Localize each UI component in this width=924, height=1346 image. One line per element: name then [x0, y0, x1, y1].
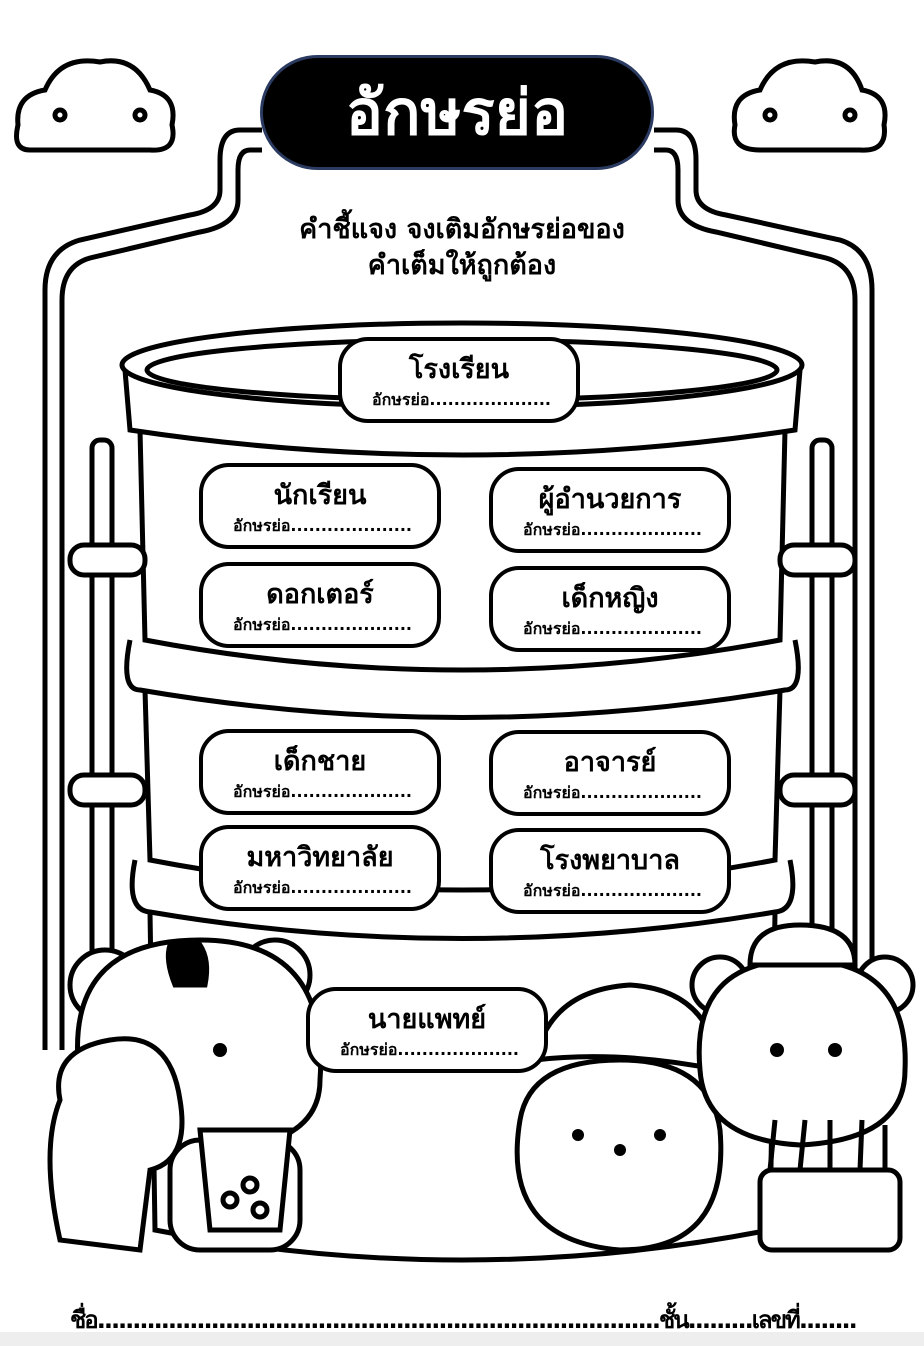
word-card: นายแพทย์อักษรย่อ....................	[306, 987, 548, 1073]
name-field[interactable]: ชื่อ....................................…	[70, 1306, 661, 1334]
page-title: อักษรย่อ	[345, 75, 569, 149]
full-word: โรงพยาบาล	[540, 845, 680, 876]
student-info-line: ชื่อ....................................…	[70, 1300, 890, 1339]
full-word: โรงเรียน	[408, 354, 510, 385]
abbreviation-blank[interactable]: อักษรย่อ....................	[372, 390, 551, 409]
word-card: โรงพยาบาลอักษรย่อ....................	[489, 828, 731, 914]
abbreviation-blank[interactable]: อักษรย่อ....................	[523, 881, 702, 900]
instruction-line-2: คำเต็มให้ถูกต้อง	[367, 250, 557, 281]
cloud-left-icon	[14, 58, 176, 153]
word-card: ผู้อำนวยการอักษรย่อ....................	[489, 467, 731, 553]
full-word: นายแพทย์	[367, 1004, 487, 1035]
full-word: ผู้อำนวยการ	[538, 484, 682, 515]
number-field[interactable]: เลขที่........	[751, 1306, 858, 1334]
bear-with-bubble-tea-icon	[47, 937, 324, 1253]
abbreviation-blank[interactable]: อักษรย่อ....................	[523, 520, 702, 539]
full-word: เด็กชาย	[273, 746, 367, 777]
cloud-right-icon	[731, 58, 888, 153]
full-word: เด็กหญิง	[561, 583, 659, 614]
instructions: คำชี้แจง จงเติมอักษรย่อของ คำเต็มให้ถูกต…	[250, 212, 674, 284]
bear-with-fries-icon	[689, 922, 916, 1253]
full-word: อาจารย์	[563, 747, 657, 778]
word-card: นักเรียนอักษรย่อ....................	[199, 463, 441, 549]
word-card: มหาวิทยาลัยอักษรย่อ....................	[199, 825, 441, 911]
full-word: ดอกเตอร์	[266, 579, 374, 610]
full-word: นักเรียน	[273, 480, 367, 511]
abbreviation-blank[interactable]: อักษรย่อ....................	[233, 782, 412, 801]
word-card: เด็กหญิงอักษรย่อ....................	[489, 566, 731, 652]
word-card: ดอกเตอร์อักษรย่อ....................	[199, 562, 441, 648]
instruction-line-1: คำชี้แจง จงเติมอักษรย่อของ	[299, 214, 625, 245]
abbreviation-blank[interactable]: อักษรย่อ....................	[340, 1040, 519, 1059]
full-word: มหาวิทยาลัย	[246, 842, 394, 873]
title-banner: อักษรย่อ	[260, 55, 654, 170]
word-card: อาจารย์อักษรย่อ....................	[489, 730, 731, 816]
bear-with-burger-hat-icon	[514, 982, 724, 1253]
abbreviation-blank[interactable]: อักษรย่อ....................	[523, 783, 702, 802]
abbreviation-blank[interactable]: อักษรย่อ....................	[233, 878, 412, 897]
abbreviation-blank[interactable]: อักษรย่อ....................	[233, 615, 412, 634]
word-card: โรงเรียนอักษรย่อ....................	[338, 337, 580, 423]
abbreviation-blank[interactable]: อักษรย่อ....................	[523, 619, 702, 638]
page-bottom-edge	[0, 1332, 924, 1346]
class-field[interactable]: ชั้น.........	[658, 1306, 754, 1334]
word-card: เด็กชายอักษรย่อ....................	[199, 729, 441, 815]
abbreviation-blank[interactable]: อักษรย่อ....................	[233, 516, 412, 535]
